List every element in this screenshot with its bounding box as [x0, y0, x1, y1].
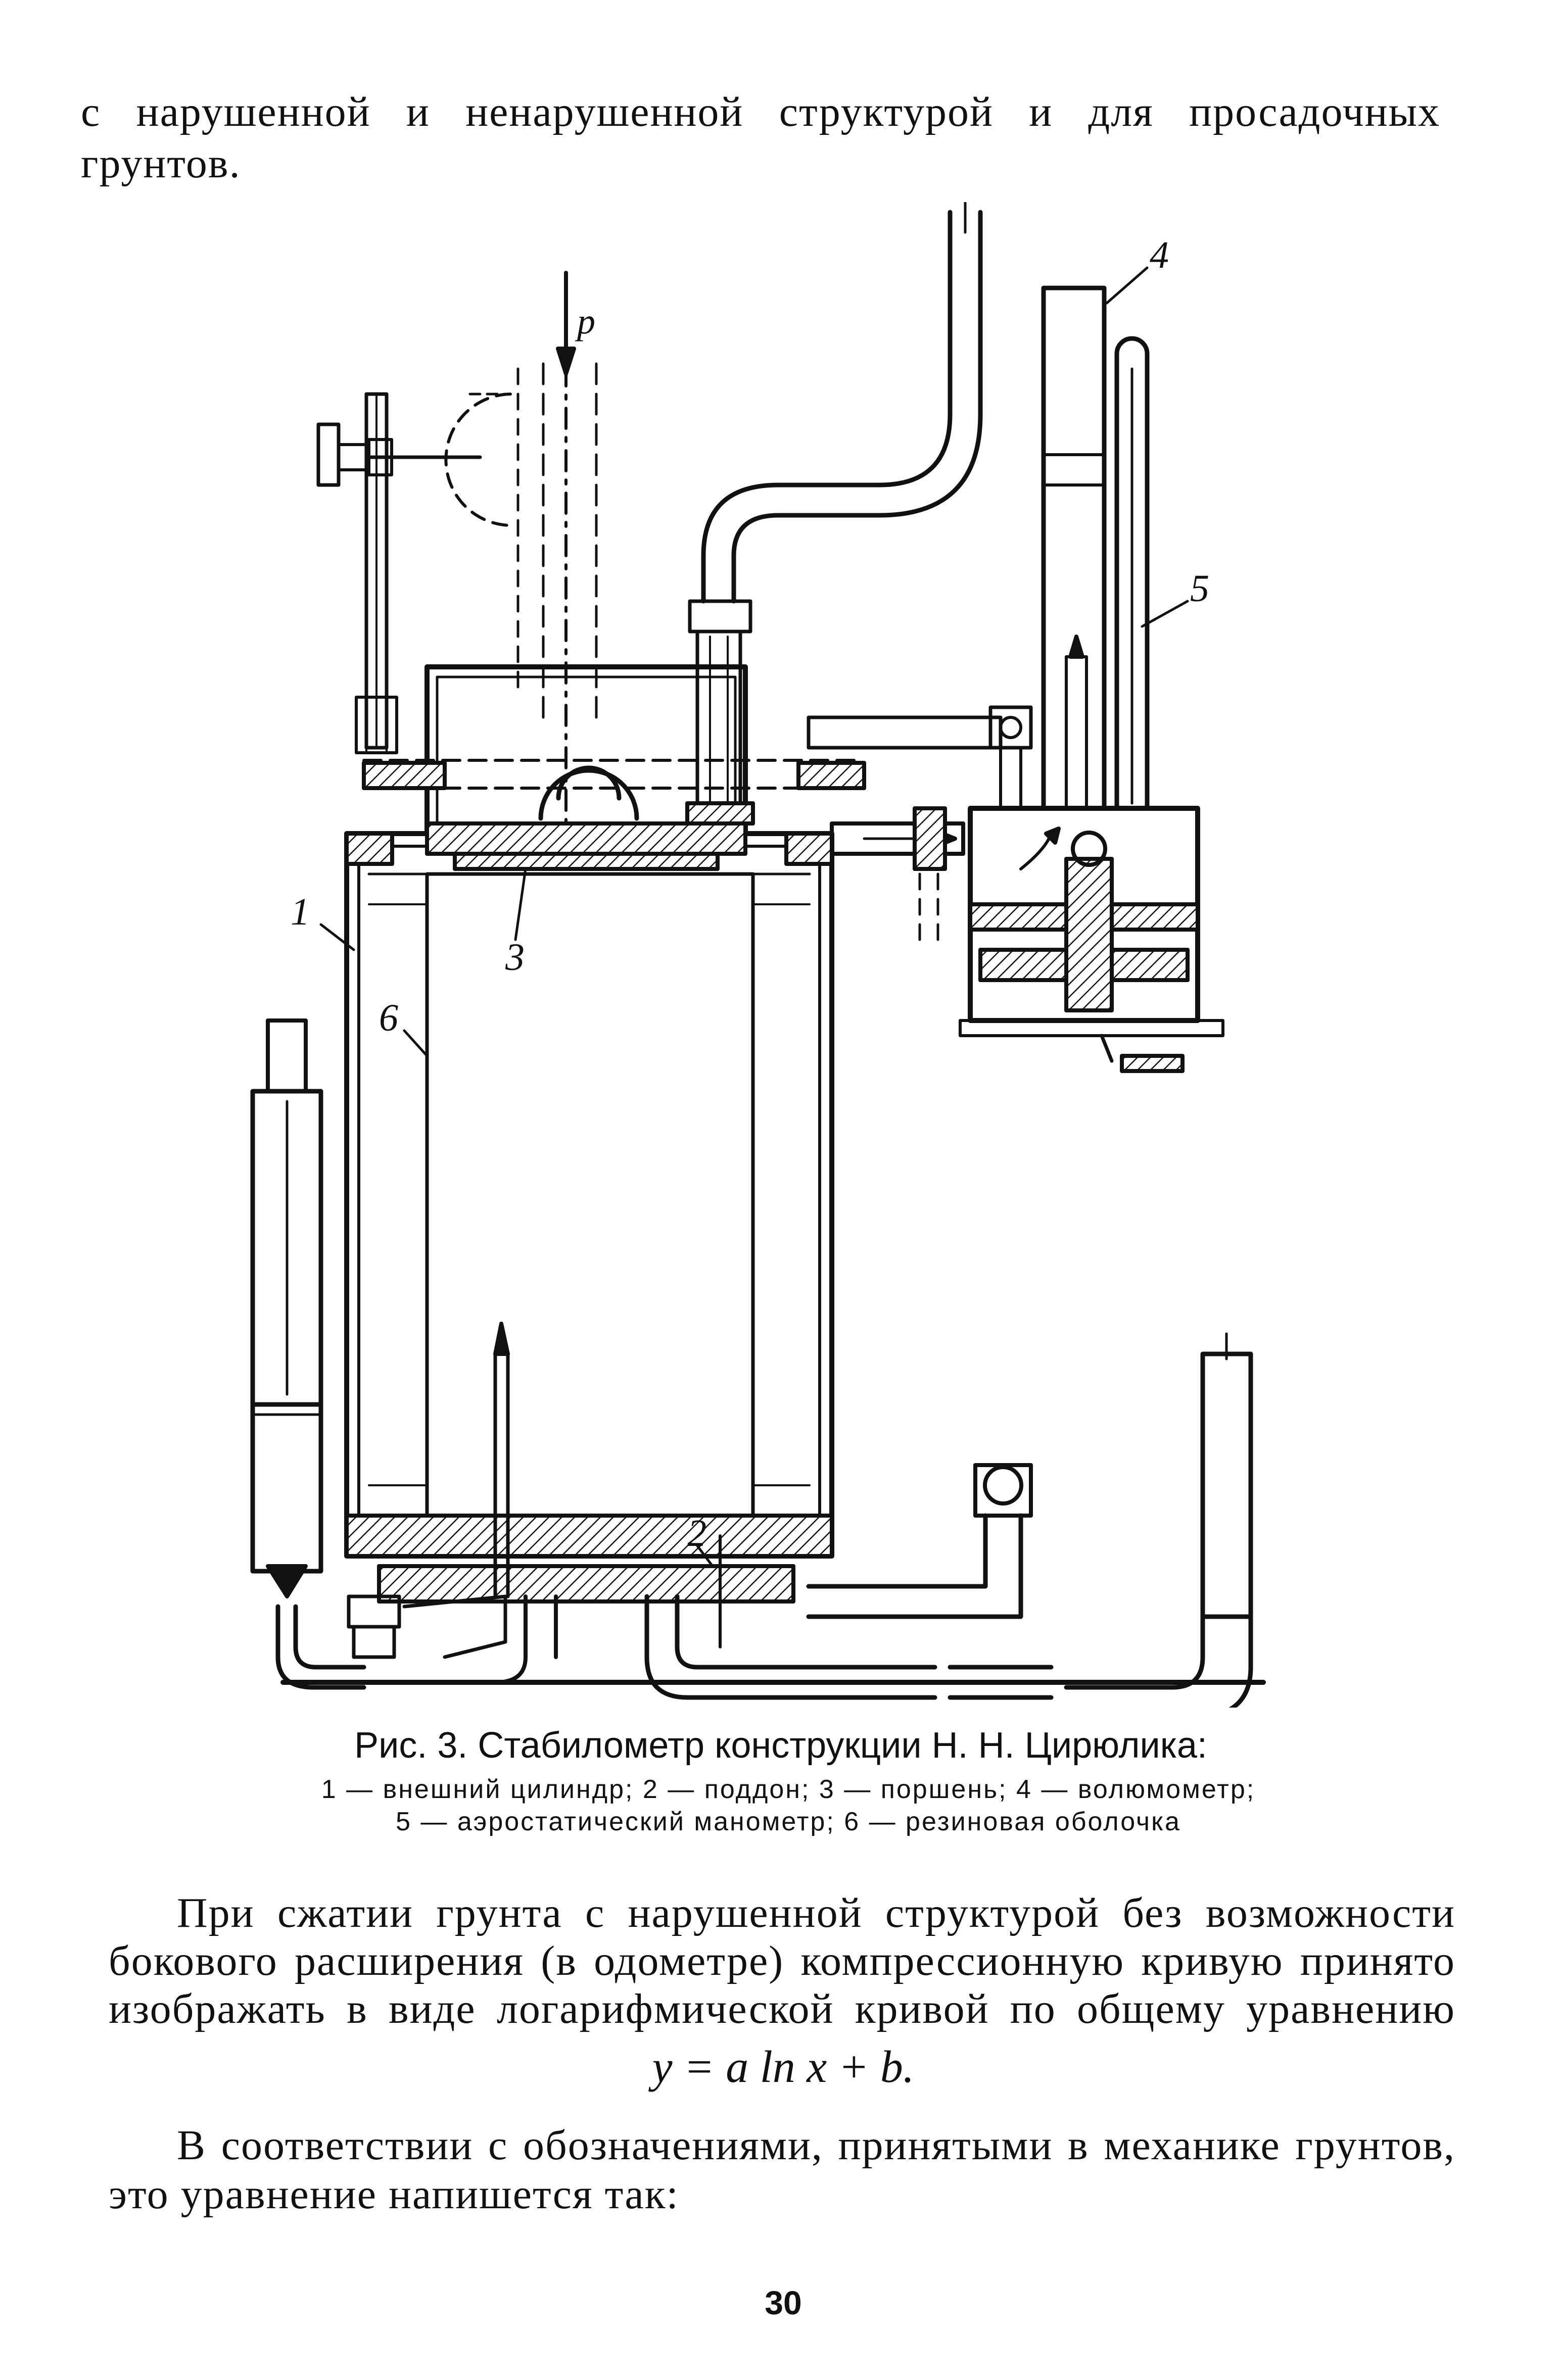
aerostatic-manometer [1114, 336, 1150, 811]
paragraph-2-line-1: В соответствии с обозначениями, принятым… [177, 2122, 1455, 2169]
bottom-fittings [347, 1322, 937, 1700]
right-pipe [806, 1332, 1253, 1708]
top-pipe [685, 202, 983, 825]
rubber-membrane [367, 872, 811, 1518]
top-text-line-2: грунтов. [81, 140, 241, 187]
callout-6: 6 [379, 997, 398, 1039]
top-text-line-1: с нарушенной и ненарушенной структурой и… [81, 88, 1440, 135]
left-burette [250, 1018, 366, 1690]
callout-1: 1 [291, 891, 310, 933]
loading-axis [444, 271, 598, 825]
equation: y = a ln x + b. [652, 2042, 915, 2092]
callout-3: 3 [505, 936, 525, 979]
figure-caption-title: Рис. 3. Стабилометр конструкции Н. Н. Ци… [354, 1725, 1207, 1766]
stabilometer-figure: p 1 2 3 4 5 6 [250, 202, 1266, 1708]
valve-block [959, 806, 1224, 1073]
paragraph-2-line-2: это уравнение напишется так: [109, 2171, 679, 2218]
side-pipe [830, 806, 965, 946]
callout-5: 5 [1190, 567, 1209, 610]
paragraph-1-line-3: изображать в виде логарифмической кривой… [109, 1985, 1455, 2032]
paragraph-1-line-1: При сжатии грунта с нарушенной структуро… [177, 1889, 1455, 1936]
figure-caption-legend-2: 5 — аэростатический манометр; 6 — резино… [396, 1807, 1181, 1836]
callout-2: 2 [687, 1512, 706, 1555]
p-force-label: p [575, 301, 595, 342]
piston-chamber [362, 664, 866, 871]
piston [453, 852, 720, 871]
clamp-arm [807, 705, 1033, 810]
volumometer [1041, 285, 1107, 811]
dial-gauge [316, 392, 482, 754]
page-number: 30 [765, 2284, 802, 2321]
figure-caption-legend-1: 1 — внешний цилиндр; 2 — поддон; 3 — пор… [321, 1775, 1256, 1804]
paragraph-1-line-2: бокового расширения (в одометре) компрес… [109, 1937, 1455, 1984]
callout-4: 4 [1150, 234, 1169, 276]
outer-cylinder [344, 831, 834, 1559]
